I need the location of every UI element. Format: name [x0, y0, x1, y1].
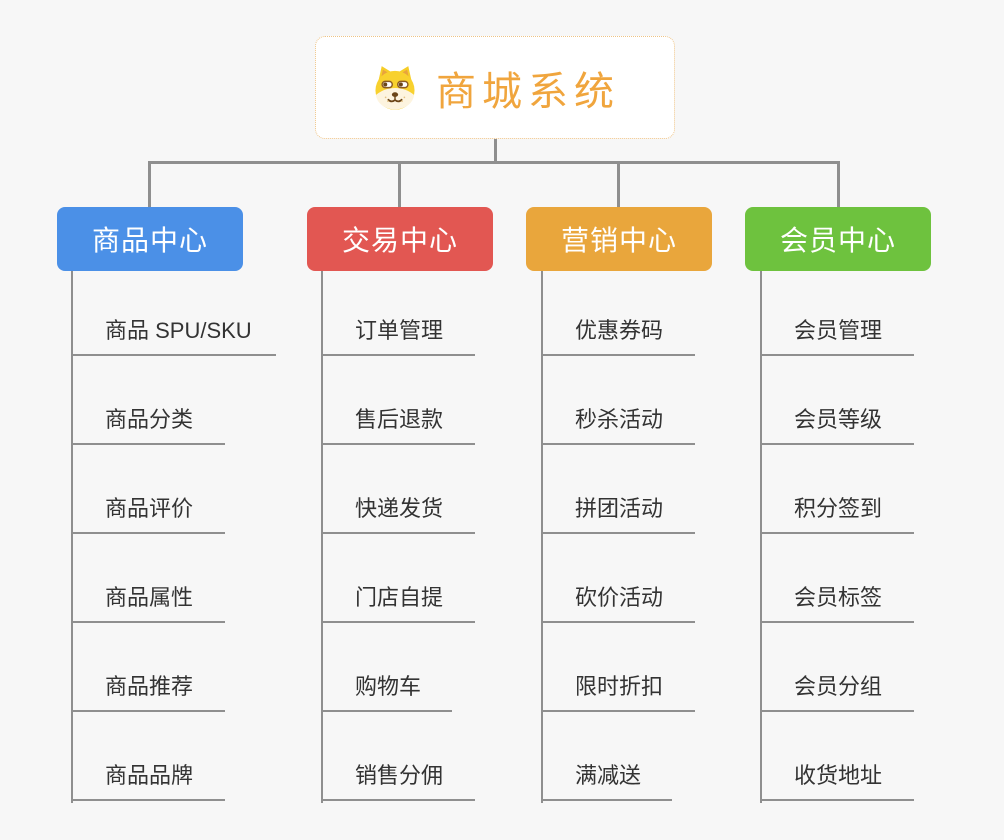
connector-bus	[149, 161, 840, 164]
connector-trunk-member	[760, 271, 762, 803]
leaf-node[interactable]: 砍价活动	[541, 584, 695, 623]
branch-node-product-center[interactable]: 商品中心	[57, 207, 243, 271]
leaf-node[interactable]: 商品品牌	[71, 762, 225, 801]
connector-trunk-product	[71, 271, 73, 803]
leaf-node[interactable]: 会员标签	[760, 584, 914, 623]
leaf-node[interactable]: 会员等级	[760, 406, 914, 445]
leaf-node[interactable]: 收货地址	[760, 762, 914, 801]
connector-trunk-marketing	[541, 271, 543, 803]
leaf-node[interactable]: 商品属性	[71, 584, 225, 623]
leaf-node[interactable]: 会员分组	[760, 673, 914, 712]
leaf-node[interactable]: 优惠券码	[541, 317, 695, 356]
leaf-node[interactable]: 商品 SPU/SKU	[71, 317, 276, 356]
branch-node-trade-center[interactable]: 交易中心	[307, 207, 493, 271]
leaf-node[interactable]: 拼团活动	[541, 495, 695, 534]
root-title: 商城系统	[436, 69, 620, 114]
connector-trunk-trade	[321, 271, 323, 803]
branch-node-member-center[interactable]: 会员中心	[745, 207, 931, 271]
leaf-node[interactable]: 满减送	[541, 762, 672, 801]
branch-node-marketing-center[interactable]: 营销中心	[526, 207, 712, 271]
connector-drop-product	[148, 161, 151, 209]
leaf-node[interactable]: 订单管理	[321, 317, 475, 356]
leaf-node[interactable]: 限时折扣	[541, 673, 695, 712]
leaf-node[interactable]: 商品评价	[71, 495, 225, 534]
leaf-node[interactable]: 积分签到	[760, 495, 914, 534]
leaf-node[interactable]: 门店自提	[321, 584, 475, 623]
connector-drop-marketing	[617, 161, 620, 209]
leaf-node[interactable]: 售后退款	[321, 406, 475, 445]
leaf-node[interactable]: 商品分类	[71, 406, 225, 445]
root-node[interactable]: 商城系统	[315, 36, 675, 139]
dog-face-icon	[375, 65, 415, 110]
connector-root-stub	[494, 139, 497, 164]
connector-drop-trade	[398, 161, 401, 209]
leaf-node[interactable]: 商品推荐	[71, 673, 225, 712]
leaf-node[interactable]: 购物车	[321, 673, 452, 712]
connector-drop-member	[837, 161, 840, 209]
leaf-node[interactable]: 快递发货	[321, 495, 475, 534]
leaf-node[interactable]: 会员管理	[760, 317, 914, 356]
leaf-node[interactable]: 秒杀活动	[541, 406, 695, 445]
leaf-node[interactable]: 销售分佣	[321, 762, 475, 801]
